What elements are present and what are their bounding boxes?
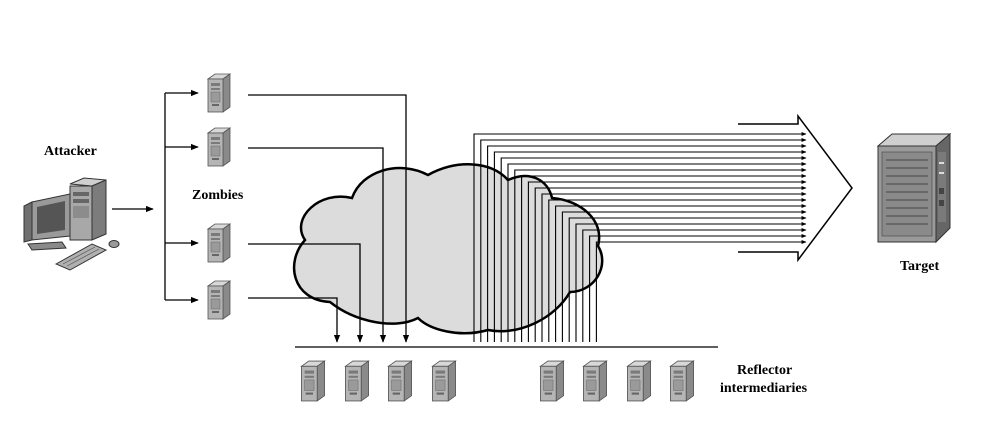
reflected-traffic-line (575, 222, 807, 342)
reflector-server-icons (300, 360, 695, 402)
reflected-traffic-line (595, 240, 807, 342)
reflected-traffic-line (548, 198, 807, 342)
attacker-label: Attacker (44, 144, 97, 159)
reflected-traffic-line (534, 186, 807, 342)
zombies-label: Zombies (192, 188, 244, 203)
zombie-server-icon (207, 73, 231, 113)
reflected-traffic-line (493, 150, 807, 342)
attacker-computer-icon (23, 177, 120, 271)
zombie-request-lines (248, 94, 410, 343)
zombie-server-icon (207, 280, 231, 320)
reflected-traffic-line (589, 234, 807, 342)
target-label: Target (900, 259, 939, 274)
reflected-traffic-line (541, 192, 807, 342)
reflector-server-icon (344, 360, 370, 402)
reflector-server-icon (300, 360, 326, 402)
zombie-server-icon (207, 223, 231, 263)
flood-arrow (738, 113, 853, 263)
reflector-server-icon (539, 360, 565, 402)
target-server-rack-icon (876, 132, 952, 244)
reflected-traffic-line (568, 216, 807, 342)
reflected-traffic-line (514, 168, 807, 342)
zombie-server-icon (207, 127, 231, 167)
reflected-traffic-line (480, 138, 807, 342)
reflected-traffic-lines (473, 132, 807, 342)
reflected-traffic-line (582, 228, 807, 342)
reflected-traffic-line (487, 144, 807, 342)
reflector-server-icon (387, 360, 413, 402)
reflector-label-line1: Reflector (737, 363, 792, 378)
reflected-traffic-line (473, 132, 807, 342)
reflected-traffic-line (555, 204, 807, 342)
reflector-server-icon (582, 360, 608, 402)
reflected-traffic-line (500, 156, 807, 342)
reflected-traffic-line (527, 180, 807, 342)
reflector-server-icon (669, 360, 695, 402)
reflector-server-icon (431, 360, 457, 402)
reflected-traffic-line (507, 162, 807, 342)
reflector-server-icon (626, 360, 652, 402)
zombie-command-bracket (164, 89, 199, 304)
network-cloud (292, 163, 604, 335)
reflector-label-line2: intermediaries (720, 381, 808, 396)
reflected-traffic-line (521, 174, 807, 342)
reflected-traffic-line (561, 210, 807, 342)
